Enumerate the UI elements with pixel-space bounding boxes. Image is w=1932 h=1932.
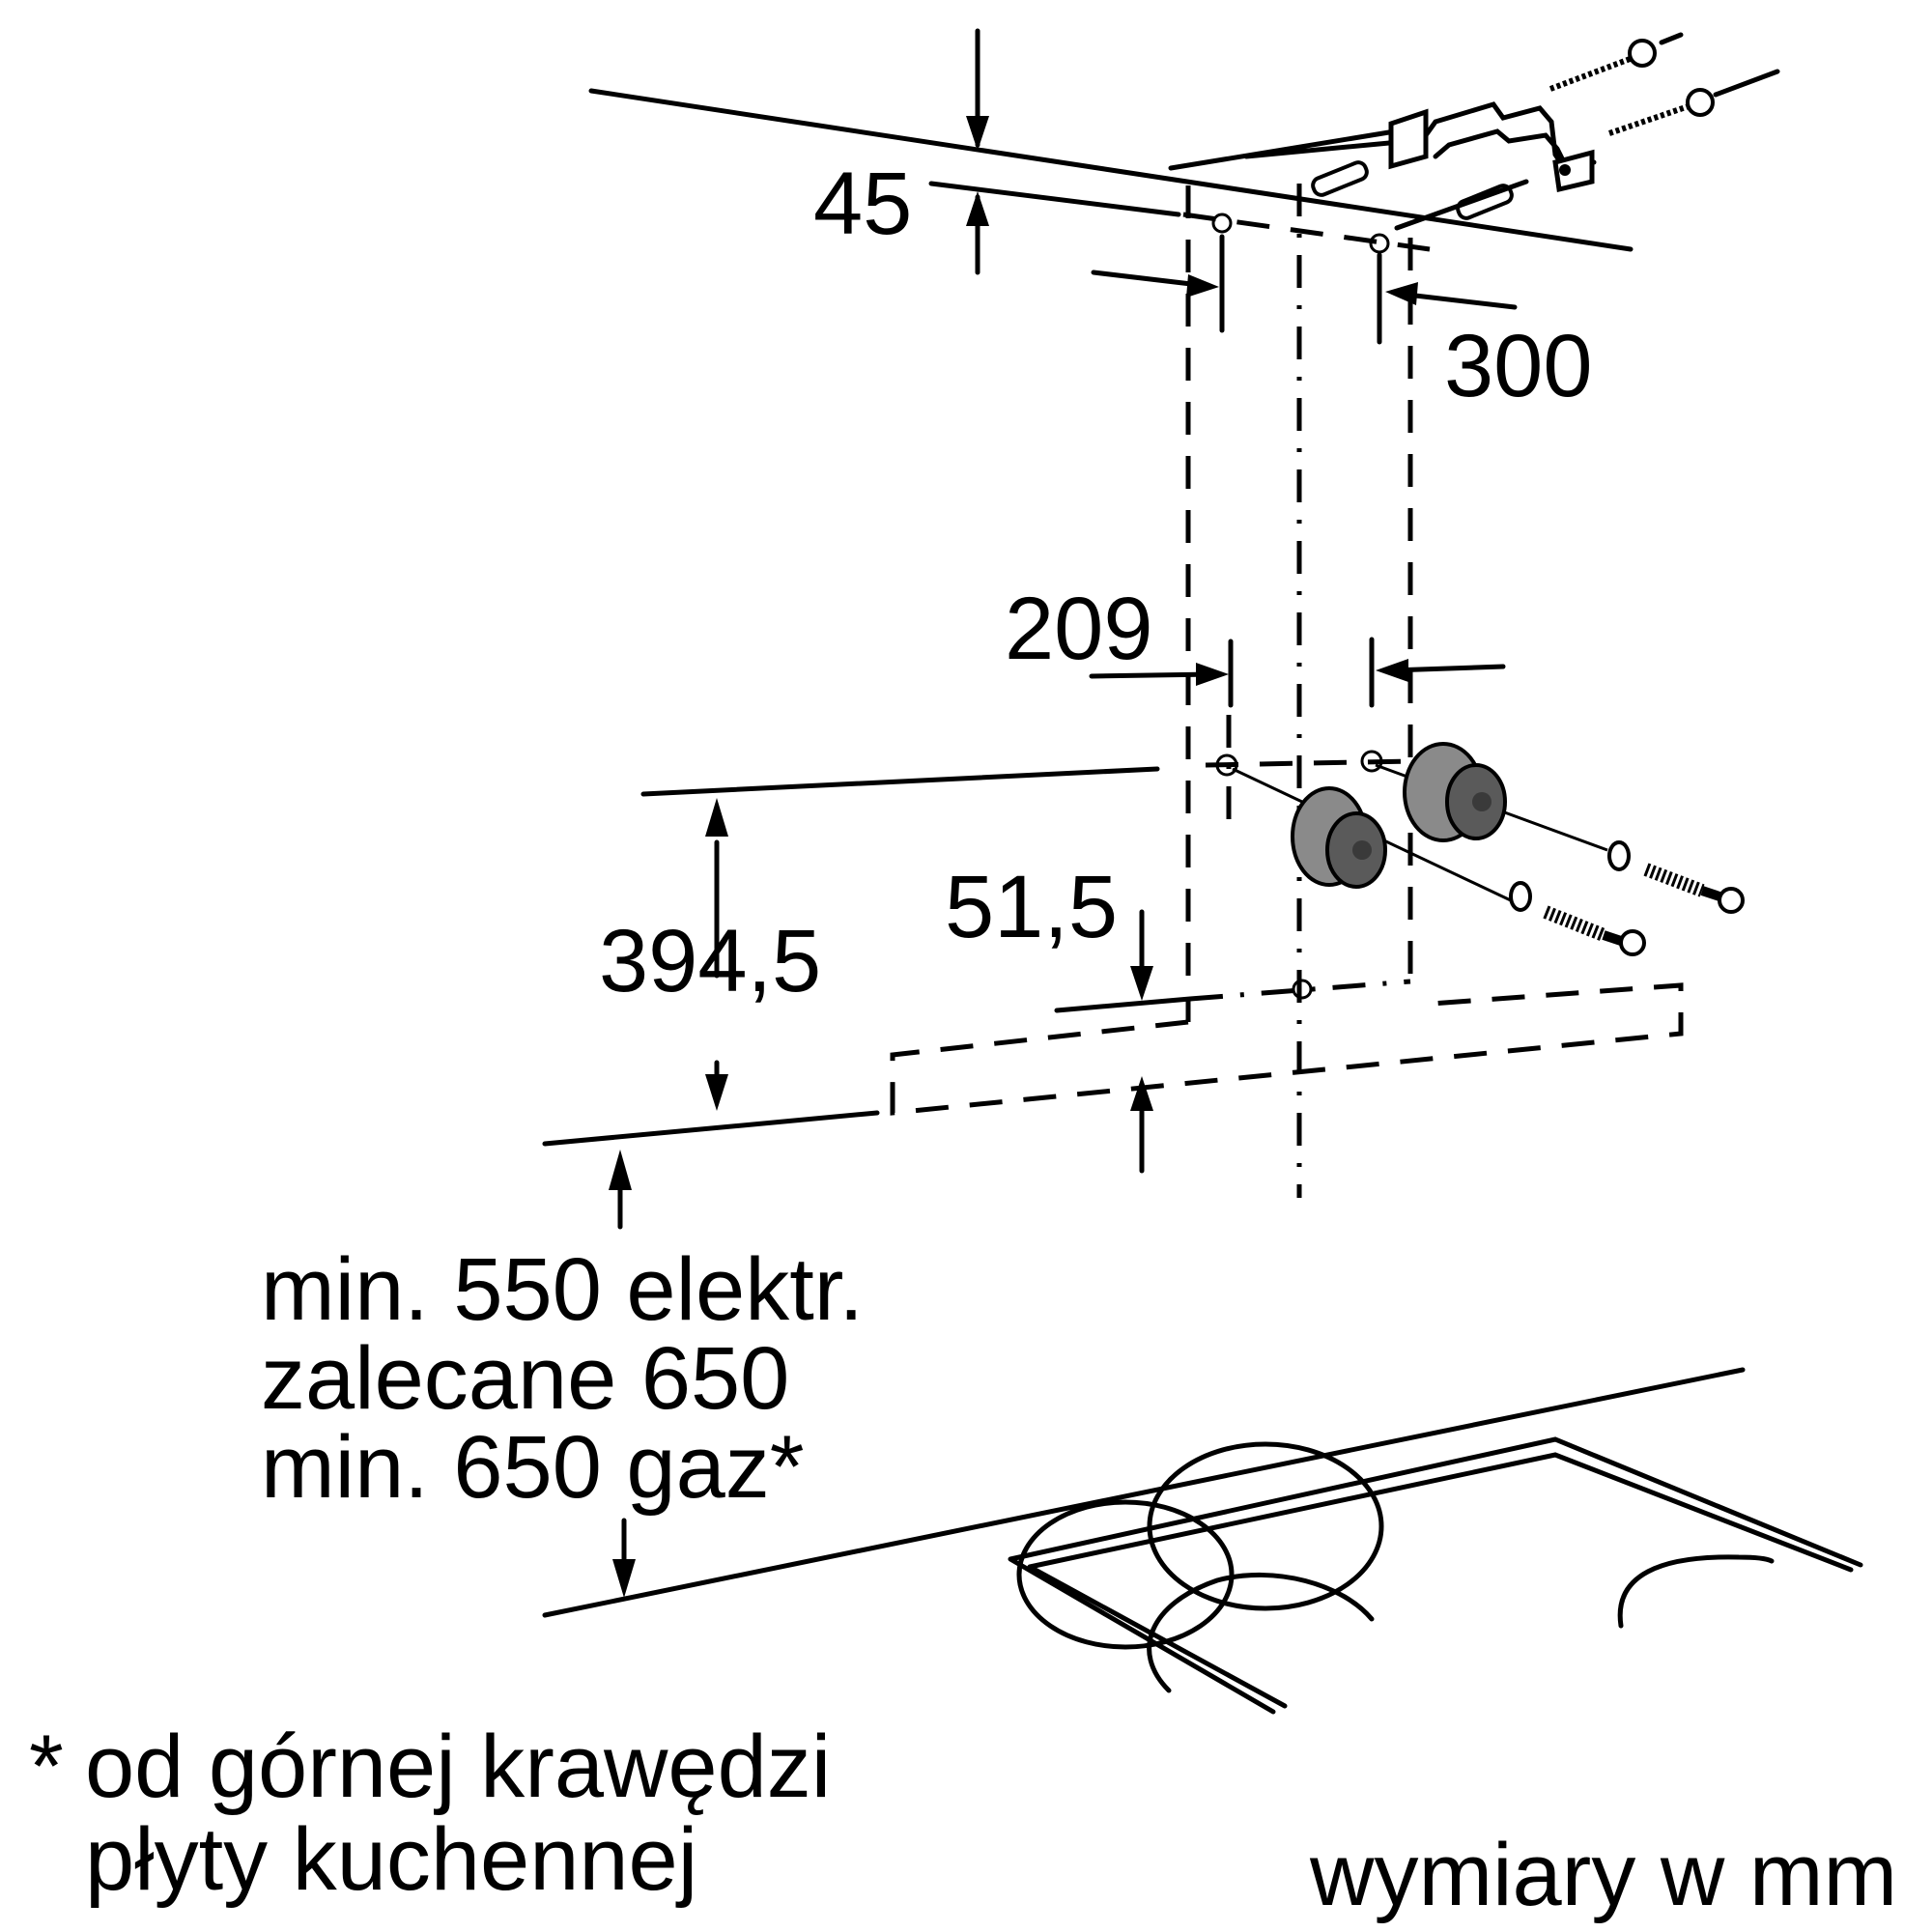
cooktop-icon xyxy=(1008,1436,1863,1715)
dimension-209: 209 xyxy=(1005,580,1506,708)
dimension-300: 300 xyxy=(1091,234,1593,415)
lower-hole-right xyxy=(1360,750,1383,773)
units-label: wymiary w mm xyxy=(1309,1826,1897,1924)
top-hole-line xyxy=(1182,212,1431,252)
dimension-45: 45 xyxy=(813,28,1181,275)
clearance-line-2: zalecane 650 xyxy=(261,1329,789,1428)
dimension-clearance xyxy=(609,1150,636,1598)
hood-bottom-line xyxy=(542,1110,880,1147)
dim-label-209: 209 xyxy=(1005,580,1153,678)
footnote-marker: * xyxy=(29,1718,64,1816)
washer-icon xyxy=(1509,840,1631,912)
countertop-line xyxy=(542,1367,1746,1618)
clearance-line-3: min. 650 gaz* xyxy=(261,1418,805,1517)
spacer-icon xyxy=(1232,742,1608,904)
wall-plug-icon xyxy=(1311,160,1529,231)
top-hole-right xyxy=(1369,233,1390,254)
bolt-icon xyxy=(1543,863,1745,956)
dim-label-45: 45 xyxy=(813,155,912,253)
lower-hole-line xyxy=(1205,758,1411,768)
lower-hole-left xyxy=(1215,753,1238,777)
dimension-51-5: 51,5 xyxy=(945,858,1411,1174)
dim-label-300: 300 xyxy=(1444,317,1593,415)
ceiling-line xyxy=(588,88,1634,252)
wall-bracket-icon xyxy=(1168,101,1597,193)
dimension-394-5: 394,5 xyxy=(599,798,821,1111)
wood-screw-icon xyxy=(1548,32,1780,136)
clearance-line-1: min. 550 elektr. xyxy=(261,1240,864,1339)
footnote-line-1: od górnej krawędzi xyxy=(85,1718,831,1816)
footnote-line-2: płyty kuchennej xyxy=(85,1810,697,1909)
dim-label-394-5: 394,5 xyxy=(599,912,821,1010)
upper-reference-line xyxy=(640,766,1160,797)
hood-body-outline xyxy=(890,982,1684,1116)
top-hole-left xyxy=(1211,213,1233,234)
dim-label-51-5: 51,5 xyxy=(945,858,1118,956)
